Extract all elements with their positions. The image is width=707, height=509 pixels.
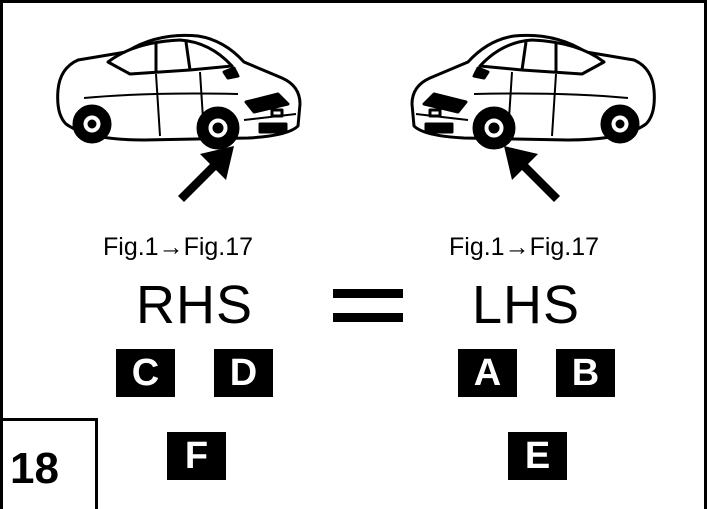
badge-e: E [508,432,567,480]
badge-f: F [167,432,226,480]
equals-sign [333,289,403,323]
badge-c: C [116,349,175,397]
left-fig-range: Fig.1→Fig.17 [103,233,254,261]
page-number-box [0,418,98,509]
arrow-up-right-icon [178,146,234,202]
right-fig-range: Fig.1→Fig.17 [449,233,600,261]
arrow-up-left-icon [504,146,560,202]
car-front-left-icon [410,33,656,150]
car-front-right-icon [56,33,302,150]
badge-b: B [556,349,615,397]
right-side-label: LHS [472,275,581,335]
left-side-label: RHS [136,275,254,335]
badge-a: A [458,349,517,397]
badge-d: D [214,349,273,397]
page-number: 18 [10,444,59,493]
